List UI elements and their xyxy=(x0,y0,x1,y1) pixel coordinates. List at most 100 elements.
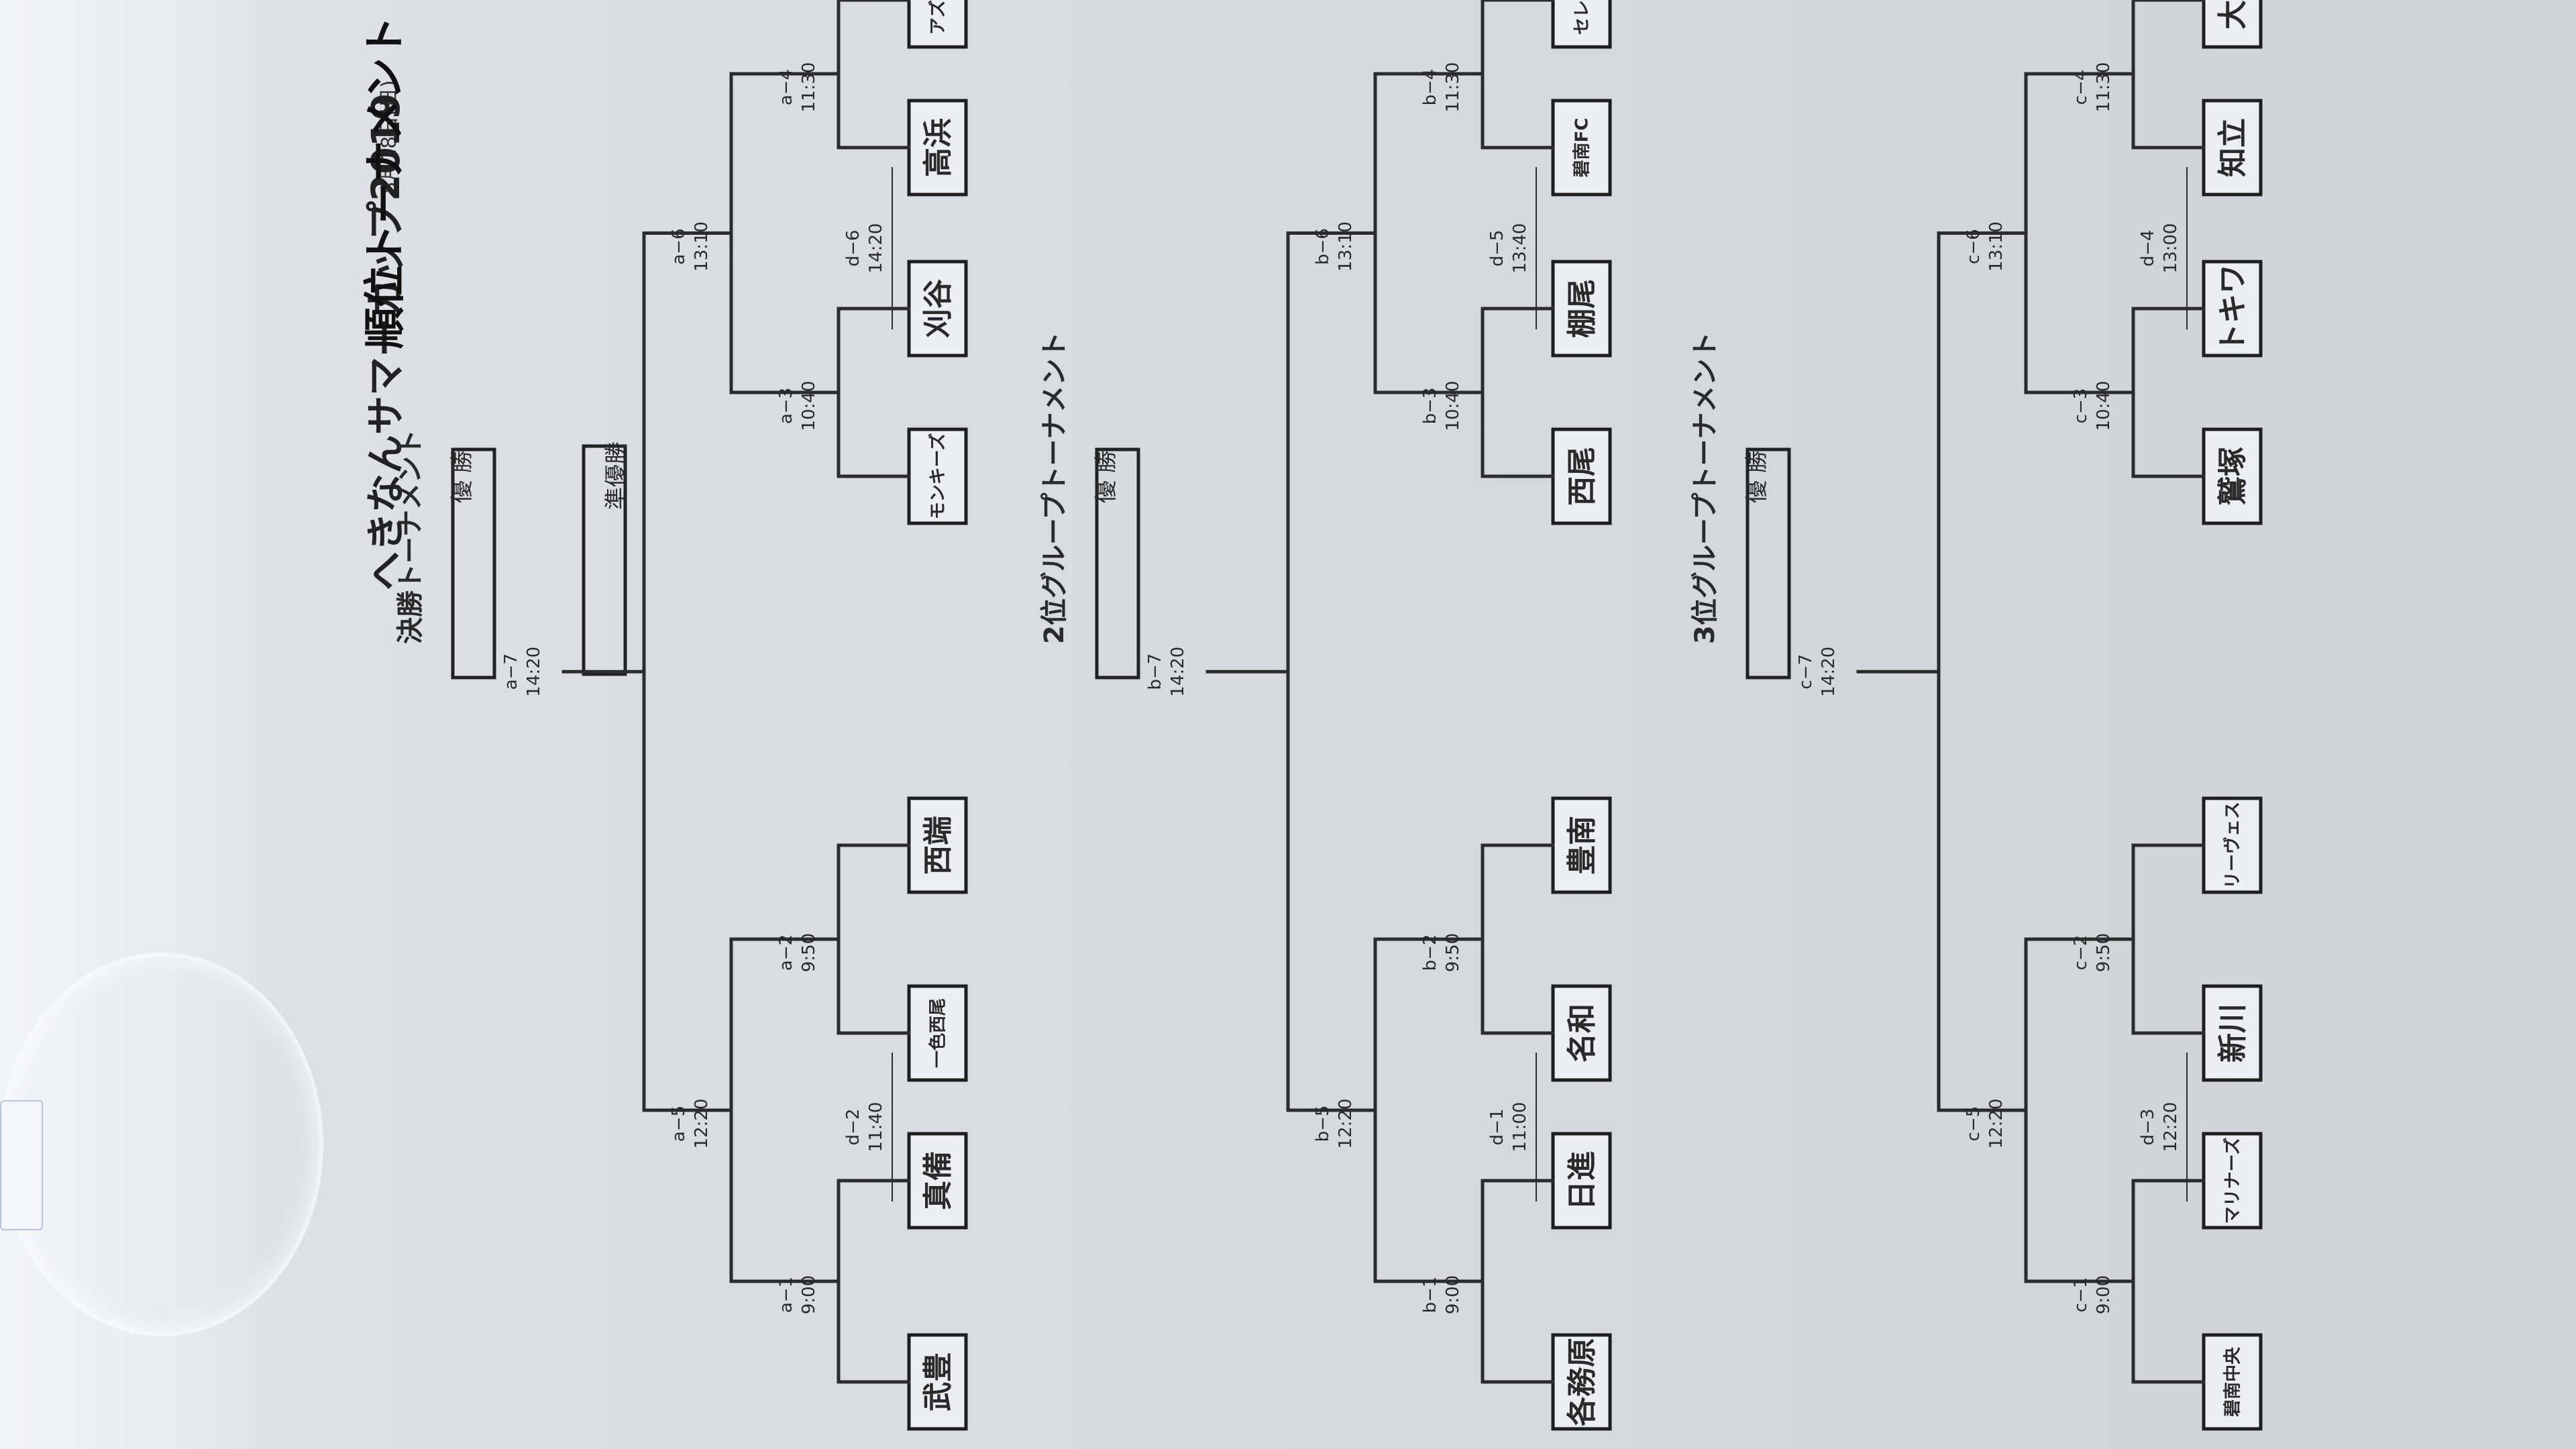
match-code: d−2 xyxy=(843,1109,863,1146)
team-name: 知立 xyxy=(2216,118,2250,177)
match-code: d−3 xyxy=(2138,1109,2158,1146)
winner-box xyxy=(1095,447,1140,680)
match-time: 13:00 xyxy=(2161,223,2181,274)
match-time: 9:50 xyxy=(799,933,819,972)
winner-label: 優 勝 xyxy=(449,450,476,503)
match-code: b−1 xyxy=(1420,1277,1440,1313)
team-name: 名和 xyxy=(1565,1004,1599,1063)
team-name: 一色西尾 xyxy=(928,998,949,1068)
match-time: 11:30 xyxy=(2094,62,2114,113)
team-name: マリナーズ xyxy=(2222,1138,2243,1224)
team-name: アズーリ xyxy=(928,0,949,35)
match-time: 12:20 xyxy=(1336,1099,1356,1149)
final-time: 14:20 xyxy=(1168,647,1188,697)
match-time: 13:10 xyxy=(1336,221,1356,272)
match-code: a−5 xyxy=(669,1106,689,1142)
team-name: 日進 xyxy=(1565,1151,1599,1210)
final-time: 14:20 xyxy=(1819,647,1839,697)
match-code: a−2 xyxy=(776,934,796,971)
match-code: a−3 xyxy=(776,388,796,424)
match-time: 9:50 xyxy=(1443,933,1463,972)
date-text: 8月18日(日) xyxy=(378,80,401,195)
final-code: a−7 xyxy=(501,653,521,690)
match-time: 9:00 xyxy=(2094,1275,2114,1314)
runner-up-label: 準優勝 xyxy=(603,441,630,510)
team-name: 真備 xyxy=(921,1151,955,1210)
match-code: b−2 xyxy=(1420,934,1440,971)
match-time: 13:10 xyxy=(692,221,712,272)
team-box xyxy=(1551,0,1612,49)
team-name: 各務原 xyxy=(1565,1338,1599,1426)
match-time: 13:40 xyxy=(1510,223,1530,274)
team-name: 刈谷 xyxy=(921,279,955,338)
match-time: 9:50 xyxy=(2094,933,2114,972)
final-tournament-bracket: 決勝トーナメント優 勝 準優勝武豊 真備 一色西尾 西端 モンキーズ 刈谷 高浜 アズーリ a−1… xyxy=(395,0,968,1431)
team-name: リーヴェス xyxy=(2222,802,2243,889)
match-code: b−5 xyxy=(1313,1106,1333,1142)
team-name: 豊南 xyxy=(1565,816,1599,875)
rotated-document: 8月18日(日) へきなんサマーカップ2019 順位トーナメント 決勝トーナメン… xyxy=(360,0,2263,1431)
match-code: d−1 xyxy=(1487,1109,1507,1146)
match-time: 11:40 xyxy=(866,1102,886,1152)
match-time: 13:10 xyxy=(1986,221,2006,272)
bracket-title: 2位グループトーナメント xyxy=(1039,332,1070,644)
match-time: 10:40 xyxy=(2094,381,2114,431)
document-title: へきなんサマーカップ2019 xyxy=(363,93,409,590)
match-code: c−1 xyxy=(2071,1277,2091,1313)
match-code: c−6 xyxy=(1964,229,1984,264)
document-title-suffix: 順位トーナメント xyxy=(360,16,409,349)
match-code: a−4 xyxy=(776,69,796,105)
match-code: b−4 xyxy=(1420,69,1440,106)
match-time: 12:20 xyxy=(1986,1099,2006,1149)
team-box xyxy=(2202,0,2263,49)
winner-label: 優 勝 xyxy=(1743,450,1770,503)
match-code: d−4 xyxy=(2138,230,2158,267)
team-name: 碧南FC xyxy=(1572,118,1593,178)
match-time: 12:20 xyxy=(692,1099,712,1149)
team-name: 新川 xyxy=(2216,1004,2250,1063)
team-name: セレッソ xyxy=(1572,0,1593,35)
winner-box xyxy=(451,447,496,680)
match-code: d−6 xyxy=(843,230,863,267)
match-code: c−4 xyxy=(2071,70,2091,105)
match-time: 9:00 xyxy=(799,1275,819,1314)
match-time: 9:00 xyxy=(1443,1275,1463,1314)
match-time: 14:20 xyxy=(866,223,886,274)
team-name: モンキーズ xyxy=(928,433,949,520)
match-code: b−6 xyxy=(1313,228,1333,265)
team-name: 棚尾 xyxy=(1565,279,1599,338)
final-time: 14:20 xyxy=(524,647,544,697)
team-name: 高浜 xyxy=(921,118,955,177)
match-time: 11:30 xyxy=(799,62,819,113)
team-name: 碧南中央 xyxy=(2223,1346,2243,1417)
match-time: 10:40 xyxy=(799,381,819,431)
final-code: b−7 xyxy=(1145,653,1165,690)
team-name: トキワ xyxy=(2216,264,2250,353)
match-code: b−3 xyxy=(1420,388,1440,425)
match-code: a−6 xyxy=(669,228,689,264)
winner-label: 優 勝 xyxy=(1093,450,1120,503)
team-name: 鷲塚 xyxy=(2216,447,2250,506)
match-time: 11:30 xyxy=(1443,62,1463,113)
match-time: 12:20 xyxy=(2161,1102,2181,1152)
winner-box xyxy=(1746,447,1791,680)
sticker-label xyxy=(0,1100,43,1230)
runner-up-box xyxy=(582,444,627,676)
bracket-title: 3位グループトーナメント xyxy=(1690,332,1721,644)
match-code: a−1 xyxy=(776,1277,796,1313)
team-name: 大浜 xyxy=(2216,0,2250,30)
bracket-title: 決勝トーナメント xyxy=(395,429,426,644)
team-name: 西端 xyxy=(921,816,955,875)
third-place-bracket: 3位グループトーナメント優 勝碧南中央 マリナーズ 新川 リーヴェス 鷲塚 トキワ 知立 大浜… xyxy=(1690,0,2263,1431)
team-name: 西尾 xyxy=(1565,447,1599,506)
match-code: c−3 xyxy=(2071,388,2091,424)
match-code: c−2 xyxy=(2071,935,2091,971)
match-code: c−5 xyxy=(1964,1106,1984,1142)
match-time: 11:00 xyxy=(1510,1102,1530,1152)
match-time: 10:40 xyxy=(1443,381,1463,431)
team-name: 武豊 xyxy=(921,1352,955,1411)
team-box xyxy=(907,0,968,49)
match-code: d−5 xyxy=(1487,230,1507,267)
